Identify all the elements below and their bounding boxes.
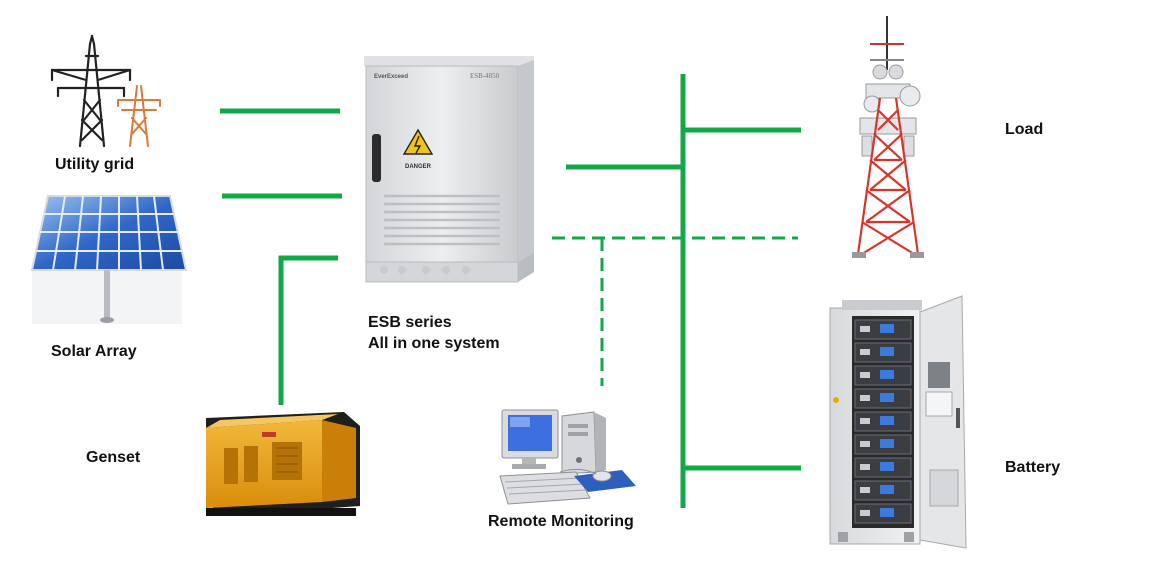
genset-line (278, 255, 338, 405)
connection-lines (220, 74, 801, 508)
battery-module-display (880, 508, 894, 517)
genset-label: Genset (86, 449, 141, 466)
battery-module-display (880, 416, 894, 425)
solar-panel-icon (30, 195, 188, 324)
battery-module-display (880, 462, 894, 471)
esb-series-label: ESB series (368, 314, 452, 331)
outdoor-cabinet-icon: EverExceed ESB-4850 DANGER (364, 56, 534, 283)
generator-icon (206, 412, 360, 516)
telecom-tower-icon (852, 16, 924, 258)
battery-module-handle (860, 441, 870, 447)
cabinet-brand: EverExceed (374, 74, 408, 80)
battery-module-handle (860, 464, 870, 470)
battery-modules (854, 319, 912, 524)
battery-label: Battery (1005, 459, 1061, 476)
esb-label: ESB series All in one system (368, 312, 500, 354)
solar-array-label: Solar Array (51, 343, 137, 360)
battery-module-handle (860, 372, 870, 378)
cabinet-model: ESB-4850 (470, 72, 500, 80)
battery-module-handle (860, 418, 870, 424)
battery-module-handle (860, 510, 870, 516)
power-pylon-icon (50, 34, 161, 148)
battery-module-display (880, 393, 894, 402)
remote-monitoring-label: Remote Monitoring (488, 513, 634, 530)
battery-module-display (880, 439, 894, 448)
battery-module-handle (860, 349, 870, 355)
battery-module-handle (860, 326, 870, 332)
battery-module-display (880, 485, 894, 494)
battery-module-display (880, 324, 894, 333)
battery-module-handle (860, 487, 870, 493)
utility-grid-label: Utility grid (55, 156, 135, 173)
desktop-computer-icon (499, 409, 636, 505)
cabinet-warning: DANGER (405, 164, 432, 170)
battery-module-handle (860, 395, 870, 401)
battery-module-display (880, 370, 894, 379)
esb-all-in-one-label: All in one system (368, 335, 500, 352)
load-label: Load (1005, 121, 1044, 138)
battery-module-display (880, 347, 894, 356)
